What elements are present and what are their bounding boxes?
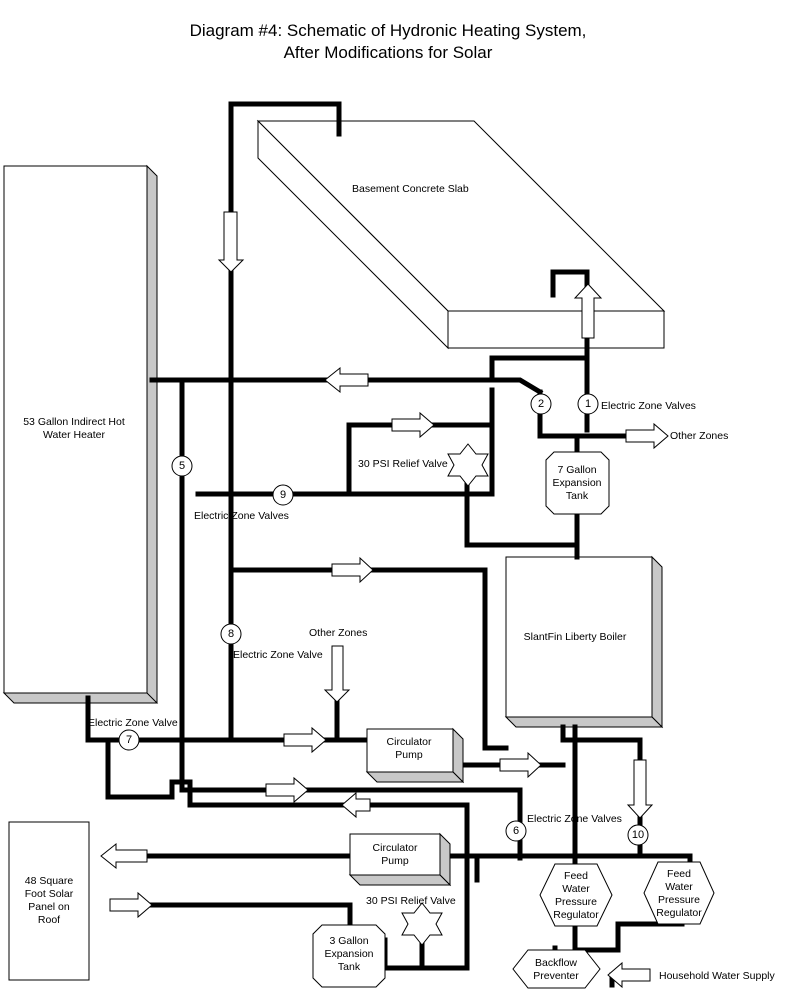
label-zone-valve-7: Electric Zone Valve bbox=[88, 717, 178, 729]
feed-reg-left-label-4: Regulator bbox=[553, 909, 599, 921]
flow-arrow-down-other-zones bbox=[323, 645, 351, 703]
circ-pump-lower-label-2: Pump bbox=[381, 855, 409, 867]
feed-reg-right-label-1: Feed bbox=[667, 868, 691, 880]
water-heater-label-2: Water Heater bbox=[43, 429, 106, 441]
flow-arrow-down-valve10 bbox=[626, 759, 654, 819]
flow-arrow-right-mid bbox=[331, 556, 374, 584]
relief-valve-lower-star bbox=[401, 902, 443, 946]
flow-arrow-left-solar bbox=[100, 842, 148, 870]
flow-arrow-right-boiler bbox=[499, 751, 542, 779]
feed-reg-left-label-3: Pressure bbox=[555, 896, 597, 908]
valve-7-number: 7 bbox=[126, 734, 132, 746]
feed-reg-right-label-3: Pressure bbox=[658, 894, 700, 906]
exp-tank-3-label-1: 3 Gallon bbox=[329, 935, 368, 947]
expansion-tank-3-gallon: 3 Gallon Expansion Tank bbox=[312, 924, 386, 988]
flow-arrows bbox=[100, 211, 669, 989]
label-other-zones-right: Other Zones bbox=[670, 430, 728, 442]
circulator-pump-lower: Circulator Pump bbox=[348, 832, 452, 887]
circ-pump-upper-label-2: Pump bbox=[395, 749, 423, 761]
solar-label-3: Panel on bbox=[28, 901, 70, 913]
label-relief-lower: 30 PSI Relief Valve bbox=[366, 895, 456, 907]
label-zone-valves-6-10: Electric Zone Valves bbox=[527, 813, 622, 825]
solar-label-1: 48 Square bbox=[25, 875, 74, 887]
flow-arrow-right-zone9 bbox=[391, 411, 435, 439]
valve-2-number: 2 bbox=[538, 398, 544, 410]
water-heater-label-1: 53 Gallon Indirect Hot bbox=[23, 416, 125, 428]
valve-8-number: 8 bbox=[228, 628, 234, 640]
flow-arrow-household bbox=[607, 961, 651, 989]
label-zone-valves-9: Electric Zone Valves bbox=[194, 510, 289, 522]
slab-label: Basement Concrete Slab bbox=[352, 183, 469, 195]
zone-valves: 1 2 5 9 8 7 6 10 bbox=[118, 393, 649, 846]
circ-pump-lower-label-1: Circulator bbox=[373, 842, 418, 854]
feed-regulator-right: Feed Water Pressure Regulator bbox=[643, 861, 715, 925]
exp-tank-7-label-1: 7 Gallon bbox=[557, 464, 596, 476]
solar-label-2: Foot Solar bbox=[25, 888, 74, 900]
title-line-1: Diagram #4: Schematic of Hydronic Heatin… bbox=[190, 21, 587, 40]
solar-label-4: Roof bbox=[38, 914, 60, 926]
flow-arrow-left-manifold bbox=[324, 366, 369, 394]
label-zone-valve-8: Electric Zone Valve bbox=[233, 649, 323, 661]
expansion-tank-7-gallon: 7 Gallon Expansion Tank bbox=[545, 451, 610, 515]
solar-panel: 48 Square Foot Solar Panel on Roof bbox=[8, 821, 90, 981]
flow-arrow-left-lower bbox=[341, 791, 371, 819]
valve-1-number: 1 bbox=[585, 398, 591, 410]
flow-arrow-up-slab bbox=[573, 283, 603, 339]
feed-reg-right-label-4: Regulator bbox=[656, 907, 702, 919]
feed-reg-left-label-1: Feed bbox=[564, 870, 588, 882]
backflow-label-2: Preventer bbox=[533, 970, 579, 982]
title-line-2: After Modifications for Solar bbox=[284, 43, 493, 62]
flow-arrow-other-zones bbox=[625, 422, 669, 450]
flow-arrow-right-circ bbox=[283, 726, 327, 754]
backflow-preventer: Backflow Preventer bbox=[512, 949, 601, 989]
basement-slab: Basement Concrete Slab bbox=[256, 119, 666, 350]
valve-6-number: 6 bbox=[513, 825, 519, 837]
circulator-pump-upper: Circulator Pump bbox=[365, 727, 465, 784]
label-household-supply: Household Water Supply bbox=[659, 970, 776, 982]
exp-tank-7-label-2: Expansion bbox=[552, 477, 601, 489]
relief-valve-upper-star bbox=[447, 443, 489, 487]
backflow-label-1: Backflow bbox=[535, 957, 577, 969]
label-other-zones-mid: Other Zones bbox=[309, 627, 367, 639]
boiler-label: SlantFin Liberty Boiler bbox=[524, 631, 627, 643]
feed-regulator-left: Feed Water Pressure Regulator bbox=[539, 863, 613, 927]
circ-pump-upper-label-1: Circulator bbox=[387, 736, 432, 748]
boiler: SlantFin Liberty Boiler bbox=[504, 555, 664, 729]
label-relief-upper: 30 PSI Relief Valve bbox=[358, 458, 448, 470]
feed-reg-left-label-2: Water bbox=[562, 883, 590, 895]
piping bbox=[85, 101, 693, 988]
exp-tank-3-label-2: Expansion bbox=[324, 948, 373, 960]
feed-reg-right-label-2: Water bbox=[665, 881, 693, 893]
exp-tank-3-label-3: Tank bbox=[338, 961, 361, 973]
exp-tank-7-label-3: Tank bbox=[566, 490, 589, 502]
water-heater: 53 Gallon Indirect Hot Water Heater bbox=[2, 164, 159, 704]
flow-arrow-right-solar bbox=[109, 891, 153, 919]
label-zone-valves-1-2: Electric Zone Valves bbox=[601, 400, 696, 412]
valve-10-number: 10 bbox=[632, 829, 644, 841]
flow-arrow-down-riser bbox=[217, 211, 245, 273]
flow-arrow-right-lower bbox=[265, 776, 309, 804]
valve-5-number: 5 bbox=[179, 460, 185, 472]
valve-9-number: 9 bbox=[280, 489, 286, 501]
